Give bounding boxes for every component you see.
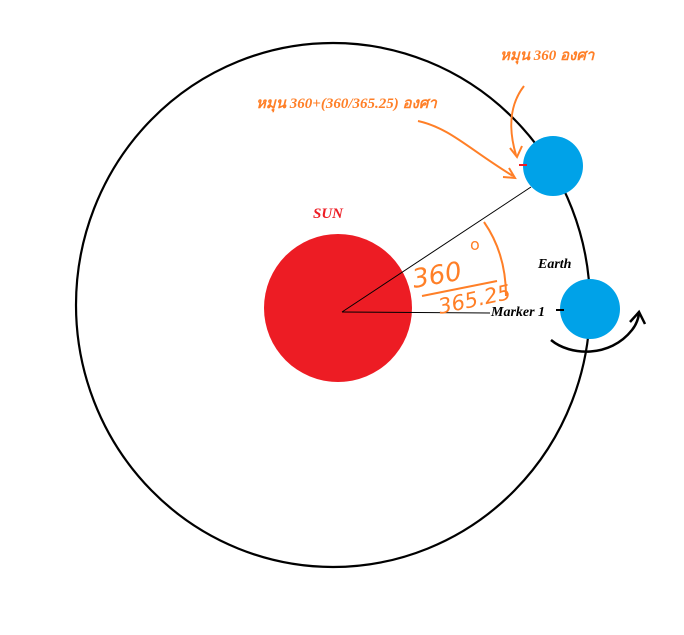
marker-label: Marker 1	[490, 305, 545, 320]
rotate-360-label: หมุน 360 องศา	[500, 48, 596, 65]
earth-right	[560, 279, 620, 339]
angle-degree: o	[470, 235, 480, 254]
curved-arrow-icon	[550, 309, 647, 353]
angle-arc	[483, 221, 507, 297]
earth-label: Earth	[537, 257, 572, 272]
radius-line-to-earth	[341, 186, 532, 313]
sun	[264, 234, 412, 382]
rotate-extra-label: หมุน 360+(360/365.25) องศา	[256, 96, 438, 113]
earth-top	[523, 136, 583, 196]
sun-label: SUN	[313, 206, 344, 222]
arrow-rotate-360	[509, 85, 525, 159]
radius-line-to-marker	[341, 311, 491, 314]
angle-fraction-bar	[421, 280, 498, 297]
arrow-rotate-extra	[417, 120, 517, 180]
